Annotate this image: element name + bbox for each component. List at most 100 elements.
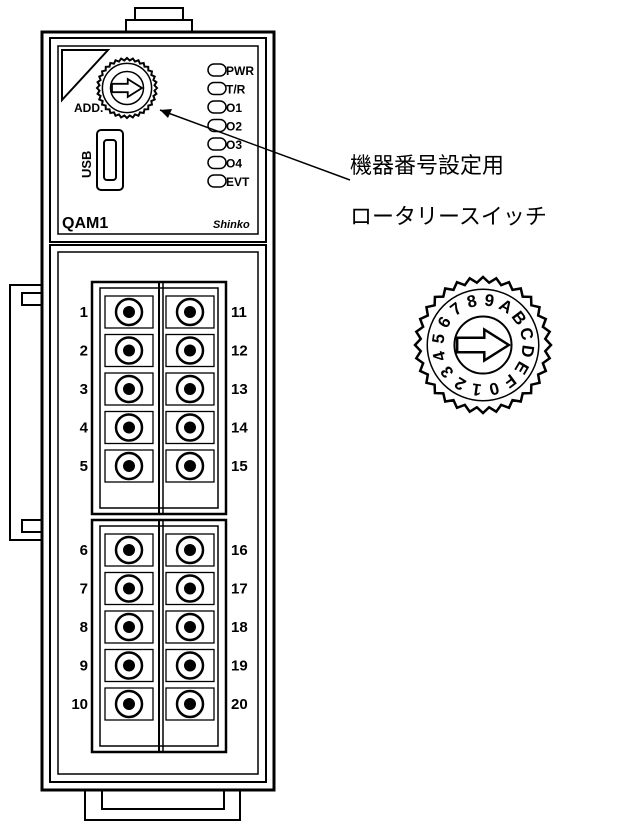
led-label: O1	[226, 101, 242, 115]
screw-head-icon	[123, 621, 135, 633]
terminal-number: 19	[231, 658, 248, 675]
led-label: O2	[226, 120, 242, 134]
terminal-number: 1	[80, 304, 88, 321]
switch-position-label: 0	[487, 378, 501, 399]
screw-head-icon	[123, 544, 135, 556]
terminal-number: 5	[80, 458, 88, 475]
terminal-slot	[104, 410, 154, 445]
terminal-number: 15	[231, 458, 248, 475]
led-label: PWR	[226, 64, 254, 78]
panel-rotary-switch[interactable]	[95, 56, 159, 120]
terminal-slot	[165, 333, 215, 368]
terminal-number: 4	[80, 420, 89, 437]
screw-head-icon	[184, 383, 196, 395]
screw-head-icon	[123, 383, 135, 395]
terminal-number: 13	[231, 381, 248, 398]
screw-head-icon	[123, 460, 135, 472]
led-indicator	[207, 174, 227, 188]
switch-position-label: 8	[465, 291, 479, 312]
led-indicator	[207, 137, 227, 151]
led-indicator	[207, 81, 227, 96]
terminal-number: 14	[231, 420, 248, 437]
brand-logo: Shinko	[213, 219, 250, 231]
terminal-slot	[165, 610, 215, 644]
terminal-number: 9	[80, 658, 88, 675]
led-label: EVT	[226, 175, 250, 189]
led-indicator	[207, 118, 227, 133]
terminal-slot	[165, 295, 215, 329]
terminal-slot	[104, 533, 154, 567]
screw-head-icon	[184, 421, 196, 434]
screw-head-icon	[184, 582, 196, 595]
screw-head-icon	[184, 544, 196, 556]
led-indicator	[207, 100, 227, 114]
top-din-clip	[125, 7, 193, 35]
screw-head-icon	[123, 698, 135, 710]
annotation-line1: 機器番号設定用	[350, 154, 504, 179]
terminal-number: 16	[231, 542, 248, 559]
terminal-number: 6	[80, 542, 88, 559]
terminal-number: 17	[231, 581, 248, 598]
terminal-slot	[104, 333, 154, 368]
switch-position-label: 5	[429, 333, 449, 345]
usb-port[interactable]	[96, 129, 124, 191]
terminal-slot	[165, 533, 215, 567]
terminal-slot	[165, 571, 215, 606]
terminal-slot	[104, 571, 154, 606]
screw-head-icon	[184, 698, 196, 710]
switch-position-label: D	[517, 344, 538, 359]
screw-head-icon	[184, 306, 196, 318]
terminal-slot	[104, 648, 154, 683]
leader-line	[159, 109, 351, 181]
terminal-slot	[104, 610, 154, 644]
switch-arrow-icon	[455, 327, 512, 363]
annotation-line2: ロータリースイッチ	[350, 205, 547, 230]
terminal-number: 8	[80, 619, 88, 636]
terminal-slot	[104, 295, 154, 329]
led-indicator	[207, 155, 227, 170]
terminal-slot	[104, 372, 154, 406]
address-label: ADD.	[74, 101, 103, 115]
terminal-slot	[165, 449, 215, 483]
corner-mark	[61, 49, 111, 103]
terminal-slot	[104, 687, 154, 721]
terminal-number: 3	[80, 381, 88, 398]
led-indicator	[207, 63, 227, 77]
terminal-number: 10	[71, 696, 88, 713]
terminal-number: 20	[231, 696, 248, 713]
left-rail-hook	[9, 284, 43, 541]
led-label: O3	[226, 138, 242, 152]
screw-head-icon	[123, 421, 135, 434]
terminal-slot	[104, 449, 154, 483]
screw-head-icon	[123, 306, 135, 318]
terminal-slot	[165, 648, 215, 683]
switch-position-label: C	[516, 325, 537, 342]
screw-head-icon	[184, 659, 196, 672]
terminal-number: 11	[231, 304, 247, 321]
screw-head-icon	[184, 460, 196, 472]
switch-position-label: 9	[483, 291, 495, 311]
led-label: O4	[226, 157, 242, 171]
switch-position-label: 1	[471, 379, 483, 399]
terminal-slot	[165, 687, 215, 721]
terminal-slot	[165, 372, 215, 406]
led-label: T/R	[226, 83, 246, 97]
terminal-number: 12	[231, 343, 248, 360]
screw-head-icon	[123, 659, 135, 672]
screw-head-icon	[123, 344, 135, 357]
terminal-number: 7	[80, 581, 88, 598]
switch-arrow-icon	[111, 77, 144, 99]
screw-head-icon	[184, 621, 196, 633]
screw-head-icon	[184, 344, 196, 357]
screw-head-icon	[123, 582, 135, 595]
terminal-number: 18	[231, 619, 248, 636]
usb-label: USB	[79, 151, 94, 178]
model-label: QAM1	[62, 215, 108, 232]
leader-arrowhead	[160, 109, 172, 118]
terminal-number: 2	[80, 343, 88, 360]
terminal-slot	[165, 410, 215, 445]
